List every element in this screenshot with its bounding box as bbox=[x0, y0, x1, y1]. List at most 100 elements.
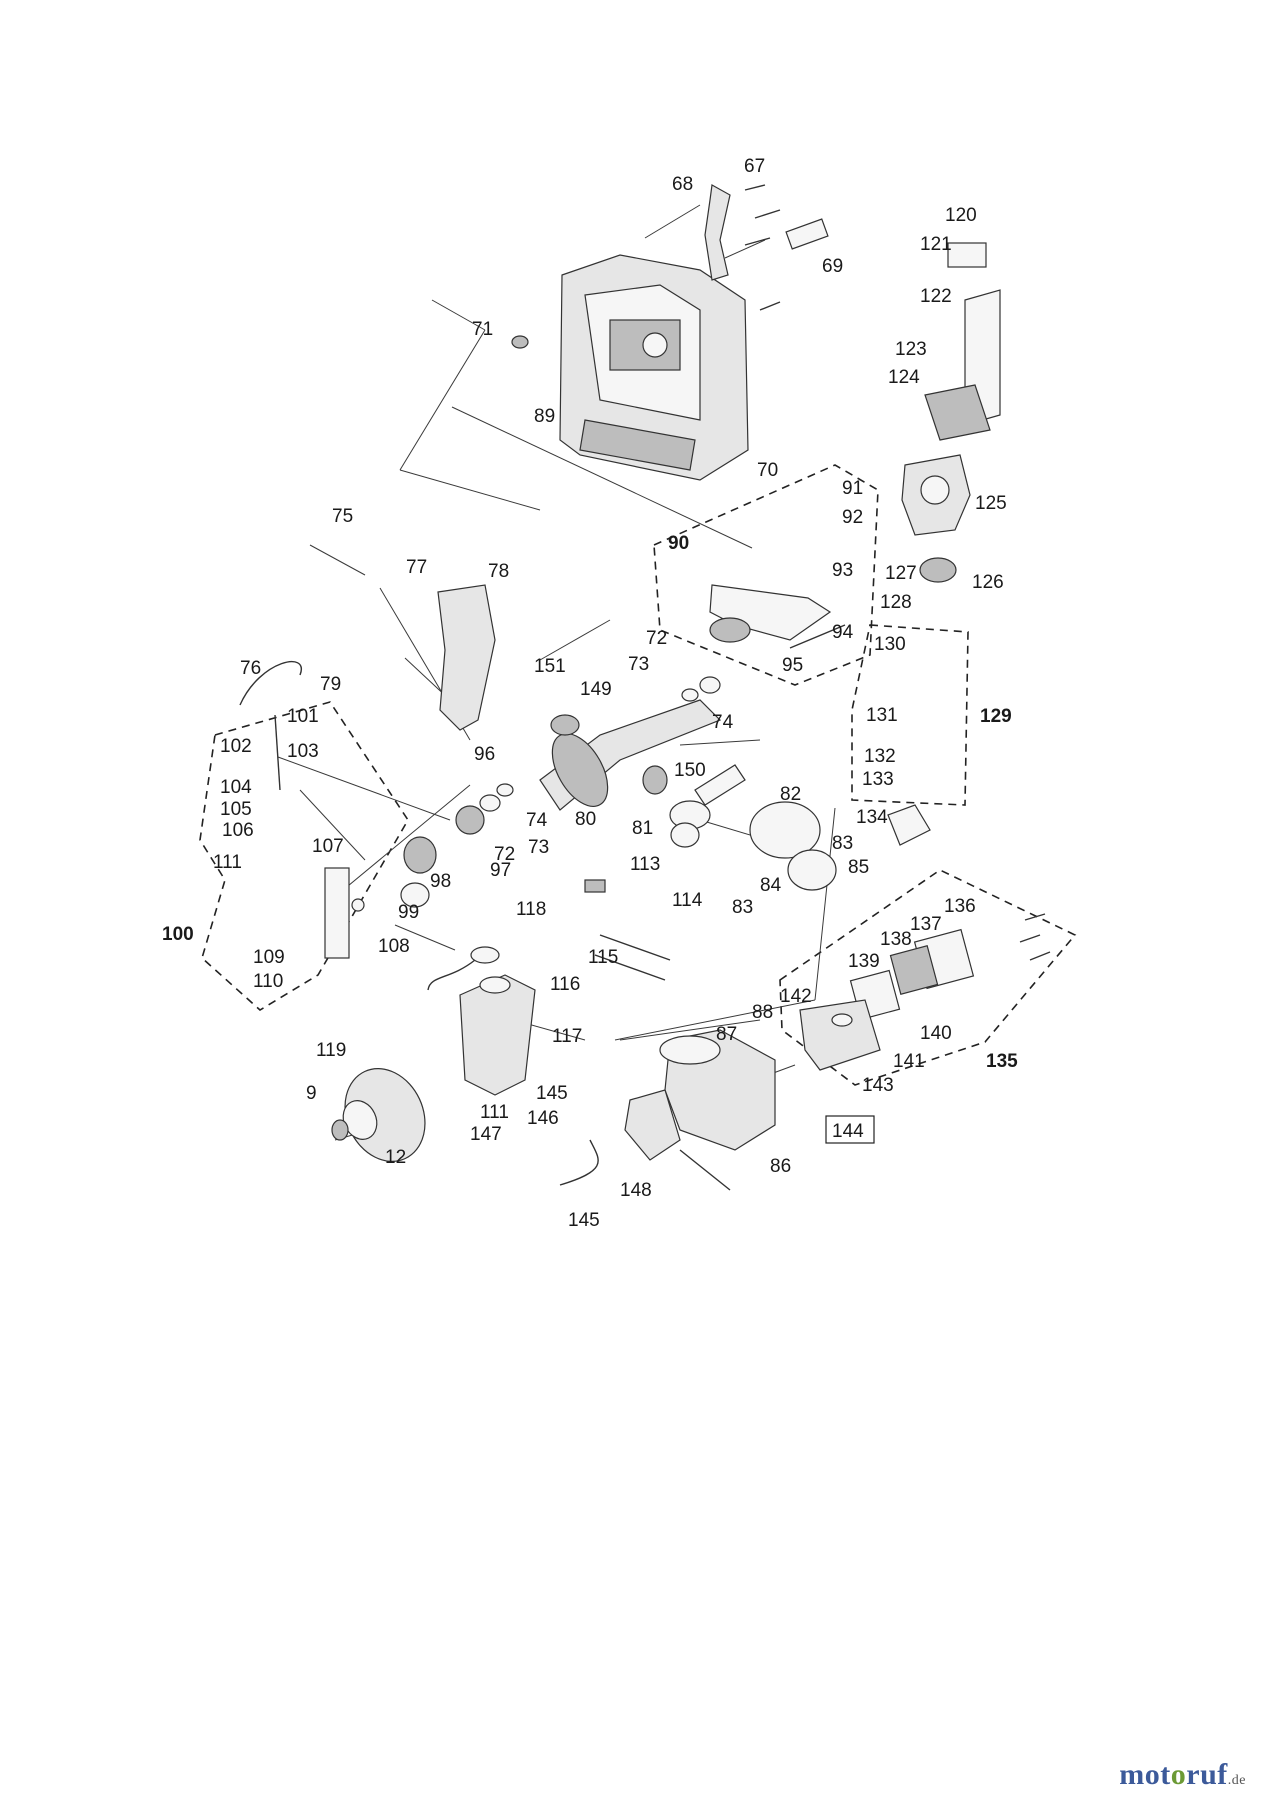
callout-108: 108 bbox=[378, 936, 410, 957]
callout-120: 120 bbox=[945, 205, 977, 226]
callout-124: 124 bbox=[888, 367, 920, 388]
callout-labels: 67 68 69 71 89 70 120 121 122 123 124 12… bbox=[162, 156, 1018, 1231]
callout-88: 88 bbox=[752, 1002, 773, 1023]
callout-117: 117 bbox=[552, 1026, 582, 1047]
callout-81: 81 bbox=[632, 818, 653, 839]
callout-76: 76 bbox=[240, 658, 261, 679]
callout-137: 137 bbox=[910, 914, 942, 935]
callout-127: 127 bbox=[885, 563, 917, 584]
callout-94: 94 bbox=[832, 622, 854, 643]
callout-73-mid: 73 bbox=[528, 837, 549, 858]
callout-135: 135 bbox=[986, 1051, 1018, 1072]
callout-111-top: 111 bbox=[213, 852, 242, 873]
callout-132: 132 bbox=[864, 746, 896, 767]
callout-83-top: 83 bbox=[832, 833, 853, 854]
callout-101: 101 bbox=[287, 706, 319, 727]
group-boundary-129 bbox=[851, 624, 969, 806]
callout-80: 80 bbox=[575, 809, 596, 830]
callout-102: 102 bbox=[220, 736, 252, 757]
callout-142: 142 bbox=[780, 986, 812, 1007]
callout-72-top: 72 bbox=[646, 628, 667, 649]
brand-logo: motoruf.de bbox=[1119, 1758, 1246, 1791]
callout-106: 106 bbox=[222, 820, 254, 841]
callout-145-bot: 145 bbox=[568, 1210, 600, 1231]
callout-139: 139 bbox=[848, 951, 880, 972]
callout-134: 134 bbox=[856, 807, 888, 828]
callout-128: 128 bbox=[880, 592, 912, 613]
callout-79: 79 bbox=[320, 674, 341, 695]
callout-116: 116 bbox=[550, 974, 580, 995]
callout-105: 105 bbox=[220, 799, 252, 820]
group-boundary-90 bbox=[653, 464, 879, 686]
callout-82: 82 bbox=[780, 784, 801, 805]
callout-91: 91 bbox=[842, 478, 863, 499]
callout-133: 133 bbox=[862, 769, 894, 790]
callout-150: 150 bbox=[674, 760, 706, 781]
callout-118: 118 bbox=[516, 899, 546, 920]
callout-122: 122 bbox=[920, 286, 952, 307]
callout-69: 69 bbox=[822, 256, 843, 277]
callout-138: 138 bbox=[880, 929, 912, 950]
callout-71: 71 bbox=[472, 319, 493, 340]
callout-113: 113 bbox=[630, 854, 660, 875]
callout-74-top: 74 bbox=[712, 712, 734, 733]
callout-72-mid: 72 bbox=[494, 844, 515, 865]
callout-104: 104 bbox=[220, 777, 252, 798]
callout-99: 99 bbox=[398, 902, 419, 923]
callout-95: 95 bbox=[782, 655, 803, 676]
callout-131: 131 bbox=[866, 705, 898, 726]
callout-140: 140 bbox=[920, 1023, 952, 1044]
callout-136: 136 bbox=[944, 896, 976, 917]
callout-121: 121 bbox=[920, 234, 952, 255]
callout-130: 130 bbox=[874, 634, 906, 655]
parts-illustrations bbox=[239, 184, 1051, 1191]
callout-129: 129 bbox=[980, 706, 1012, 727]
callout-9: 9 bbox=[306, 1083, 317, 1104]
callout-98: 98 bbox=[430, 871, 451, 892]
callout-74-mid: 74 bbox=[526, 810, 548, 831]
callout-148: 148 bbox=[620, 1180, 652, 1201]
callout-100: 100 bbox=[162, 924, 194, 945]
callout-125: 125 bbox=[975, 493, 1007, 514]
callout-119: 119 bbox=[316, 1040, 346, 1061]
callout-93: 93 bbox=[832, 560, 853, 581]
callout-110: 110 bbox=[253, 971, 283, 992]
callout-143: 143 bbox=[862, 1075, 894, 1096]
callout-111-bot: 111 bbox=[480, 1102, 509, 1123]
callout-144-box bbox=[825, 1115, 875, 1144]
callout-89: 89 bbox=[534, 406, 555, 427]
callout-107: 107 bbox=[312, 836, 344, 857]
callout-96: 96 bbox=[474, 744, 495, 765]
callout-97: 97 bbox=[490, 860, 511, 881]
callout-77: 77 bbox=[406, 557, 427, 578]
callout-87: 87 bbox=[716, 1024, 737, 1045]
callout-90: 90 bbox=[668, 533, 689, 554]
callout-83-bot: 83 bbox=[732, 897, 753, 918]
callout-75: 75 bbox=[332, 506, 353, 527]
callout-144: 144 bbox=[832, 1121, 864, 1142]
callout-103: 103 bbox=[287, 741, 319, 762]
callout-147: 147 bbox=[470, 1124, 502, 1145]
callout-92: 92 bbox=[842, 507, 863, 528]
callout-73-top: 73 bbox=[628, 654, 649, 675]
callout-141: 141 bbox=[893, 1051, 925, 1072]
callout-146: 146 bbox=[527, 1108, 559, 1129]
callout-151: 151 bbox=[534, 656, 566, 677]
callout-12: 12 bbox=[385, 1147, 406, 1168]
callout-109: 109 bbox=[253, 947, 285, 968]
callout-115: 115 bbox=[588, 947, 618, 968]
callout-114: 114 bbox=[672, 890, 703, 911]
group-boundary-100 bbox=[199, 701, 409, 1011]
callout-68: 68 bbox=[672, 174, 693, 195]
callout-70: 70 bbox=[757, 460, 778, 481]
callout-67: 67 bbox=[744, 156, 765, 177]
callout-86: 86 bbox=[770, 1156, 791, 1177]
callout-78: 78 bbox=[488, 561, 509, 582]
callout-145-top: 145 bbox=[536, 1083, 568, 1104]
callout-126: 126 bbox=[972, 572, 1004, 593]
callout-149: 149 bbox=[580, 679, 612, 700]
callout-123: 123 bbox=[895, 339, 927, 360]
group-boundary-135 bbox=[779, 869, 1077, 1086]
callout-84: 84 bbox=[760, 875, 782, 896]
